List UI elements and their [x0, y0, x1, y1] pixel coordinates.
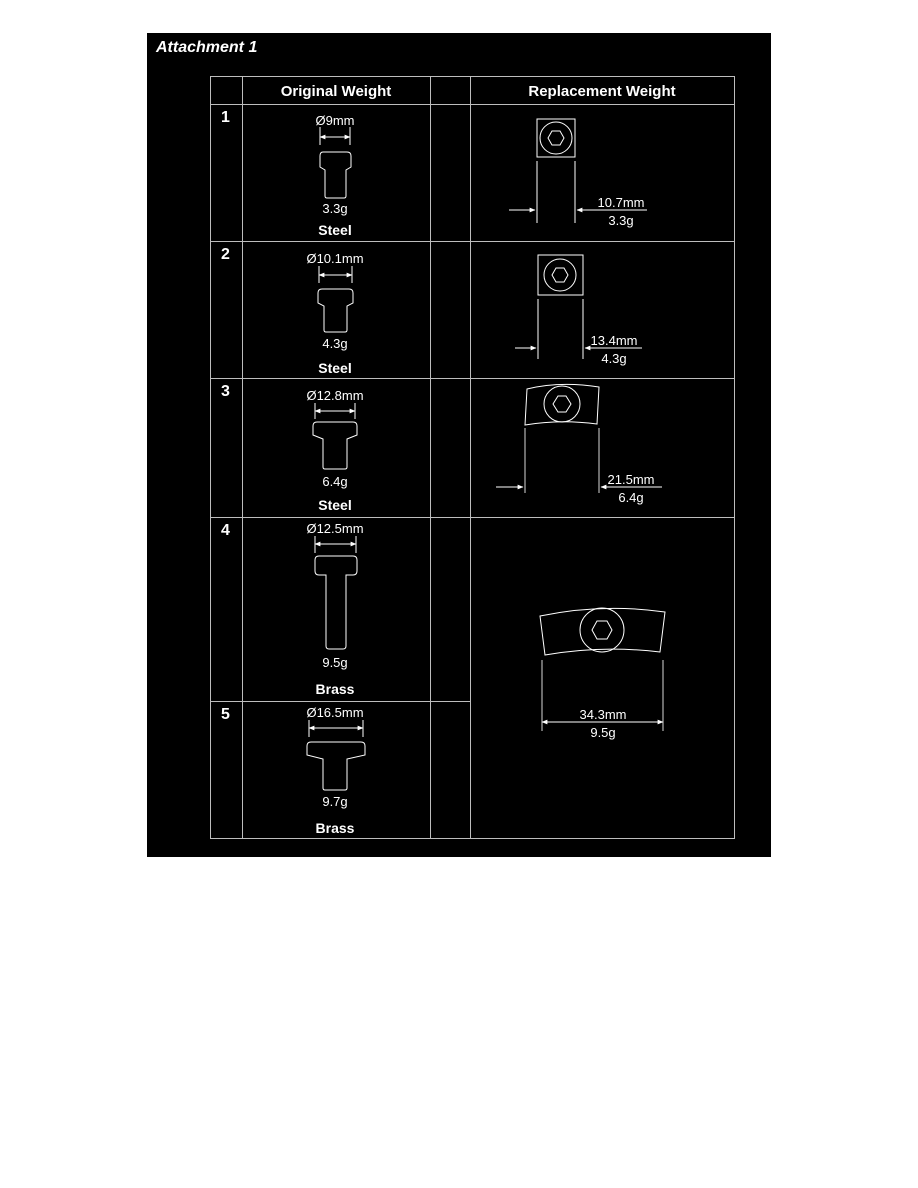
diameter-label-2: Ø10.1mm — [306, 251, 363, 266]
original-weight-1: Ø9mm 3.3g Steel — [316, 113, 355, 238]
repl-length-label-2: 13.4mm — [591, 333, 638, 348]
orig-weight-label-5: 9.7g — [322, 794, 347, 809]
attachment-panel: Attachment 1 Original Weight Replacement… — [147, 33, 771, 857]
replacement-weight-3: 21.5mm 6.4g — [496, 383, 662, 505]
diameter-label-5: Ø16.5mm — [306, 705, 363, 720]
orig-weight-label-2: 4.3g — [322, 336, 347, 351]
diameter-label-3: Ø12.8mm — [306, 388, 363, 403]
original-weight-2: Ø10.1mm 4.3g Steel — [306, 251, 363, 376]
material-label-2: Steel — [318, 360, 351, 376]
row-number-1: 1 — [221, 109, 230, 126]
header-original-weight: Original Weight — [281, 83, 392, 100]
material-label-3: Steel — [318, 497, 351, 513]
original-weight-3: Ø12.8mm 6.4g Steel — [306, 388, 363, 513]
attachment-title: Attachment 1 — [155, 39, 257, 56]
material-label-5: Brass — [316, 820, 355, 836]
diameter-label-1: Ø9mm — [316, 113, 355, 128]
row-number-3: 3 — [221, 383, 230, 400]
orig-weight-label-4: 9.5g — [322, 655, 347, 670]
repl-weight-label-3: 6.4g — [618, 490, 643, 505]
table-grid — [210, 76, 735, 839]
repl-length-label-4: 34.3mm — [580, 707, 627, 722]
repl-length-label-1: 10.7mm — [598, 195, 645, 210]
header-replacement-weight: Replacement Weight — [528, 83, 675, 100]
weights-diagram: Attachment 1 Original Weight Replacement… — [155, 39, 735, 839]
row-number-4: 4 — [221, 522, 230, 539]
original-weight-4: Ø12.5mm 9.5g Brass — [306, 521, 363, 697]
orig-weight-label-1: 3.3g — [322, 201, 347, 216]
original-weight-5: Ø16.5mm 9.7g Brass — [306, 705, 366, 836]
repl-weight-label-1: 3.3g — [608, 213, 633, 228]
row-number-2: 2 — [221, 246, 230, 263]
material-label-1: Steel — [318, 222, 351, 238]
repl-length-label-3: 21.5mm — [608, 472, 655, 487]
orig-weight-label-3: 6.4g — [322, 474, 347, 489]
repl-weight-label-2: 4.3g — [601, 351, 626, 366]
diameter-label-4: Ø12.5mm — [306, 521, 363, 536]
repl-weight-label-4: 9.5g — [590, 725, 615, 740]
replacement-weight-1: 10.7mm 3.3g — [509, 118, 647, 228]
material-label-4: Brass — [316, 681, 355, 697]
replacement-weight-2: 13.4mm 4.3g — [515, 254, 642, 366]
replacement-weight-4: 34.3mm 9.5g — [539, 607, 666, 740]
row-number-5: 5 — [221, 706, 230, 723]
